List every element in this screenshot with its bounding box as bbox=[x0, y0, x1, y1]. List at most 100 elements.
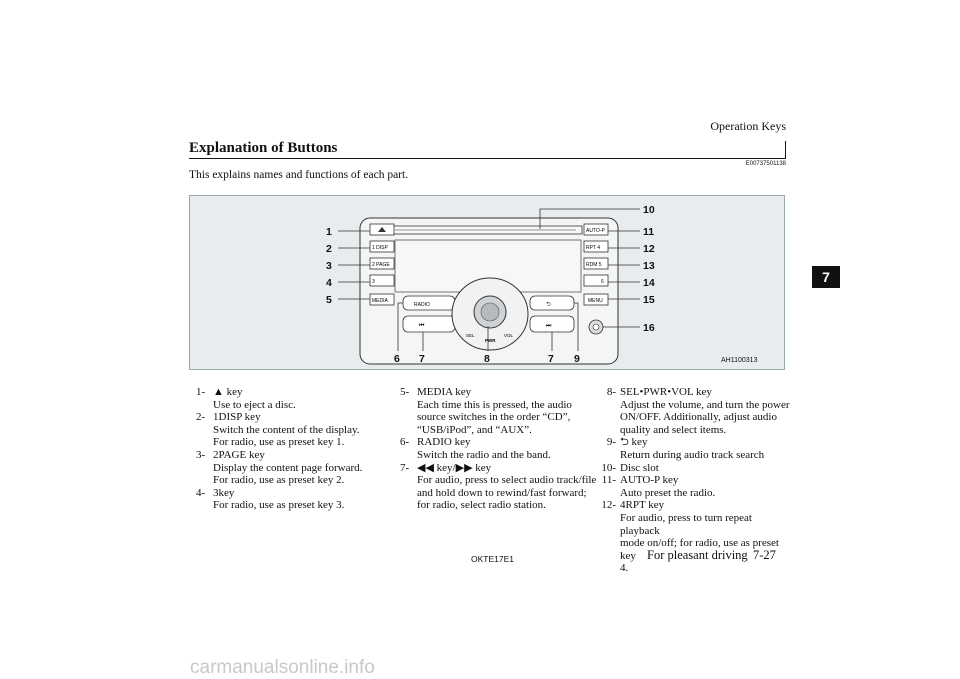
item-desc: Switch the radio and the band. bbox=[417, 448, 551, 461]
item-number: 4- bbox=[196, 486, 206, 499]
callout-12: 12 bbox=[643, 243, 655, 255]
key-3-label: 3 bbox=[372, 279, 375, 285]
callout-15: 15 bbox=[643, 294, 655, 306]
item-number: 8- bbox=[606, 386, 616, 398]
item-desc: For radio, use as preset key 3. bbox=[213, 499, 345, 512]
list-item: 10- Disc slot bbox=[596, 462, 792, 475]
section-code: E00737501138 bbox=[745, 161, 786, 167]
item-number: 6- bbox=[400, 436, 410, 449]
callout-8: 8 bbox=[484, 353, 490, 365]
list-item: 7-◀◀ key/▶▶ key For audio, press to sele… bbox=[400, 462, 600, 512]
item-desc: source switches in the order “CD”, bbox=[417, 411, 571, 424]
item-number: 10- bbox=[601, 461, 616, 474]
item-desc: 4. bbox=[620, 562, 629, 575]
item-number: 11- bbox=[601, 474, 616, 487]
item-title: ▲ key bbox=[213, 386, 243, 398]
media-key bbox=[369, 293, 395, 306]
page-key bbox=[369, 257, 395, 270]
callout-6: 6 bbox=[394, 353, 400, 365]
item-title: AUTO-P key bbox=[620, 474, 679, 487]
list-item: 5- MEDIA key Each time this is pressed, t… bbox=[400, 386, 600, 436]
title-rule bbox=[189, 158, 786, 159]
key-3 bbox=[369, 274, 395, 287]
audio-unit-diagram: 1 DISP 2 PAGE 3 MEDIA AUTO-P RPT 4 RDM 5… bbox=[326, 204, 655, 365]
page-number: 7-27 bbox=[753, 548, 776, 562]
disp-key bbox=[369, 240, 395, 253]
chapter-tab: 7 bbox=[812, 266, 840, 288]
item-title: 1DISP key bbox=[213, 411, 261, 424]
callout-11: 11 bbox=[643, 226, 654, 238]
item-desc: mode on/off; for radio, use as preset ke… bbox=[620, 537, 779, 562]
item-number: 5- bbox=[400, 386, 410, 398]
key-list-column-3: 8- SEL•PWR•VOL key Adjust the volume, and… bbox=[596, 386, 792, 575]
item-desc: Auto preset the radio. bbox=[620, 486, 716, 499]
callout-4: 4 bbox=[326, 277, 332, 289]
callout-14: 14 bbox=[643, 277, 655, 289]
item-number: 1- bbox=[196, 386, 206, 398]
item-desc: For radio, use as preset key 2. bbox=[213, 474, 345, 487]
prev-track-key bbox=[402, 315, 456, 333]
section-title: Explanation of Buttons bbox=[189, 140, 338, 156]
auto-p-key-label: AUTO-P bbox=[586, 228, 605, 234]
key-6 bbox=[583, 274, 609, 287]
audio-unit-figure: 1 DISP 2 PAGE 3 MEDIA AUTO-P RPT 4 RDM 5… bbox=[189, 195, 785, 370]
auto-p-key bbox=[583, 223, 609, 236]
item-number: 2- bbox=[196, 411, 206, 424]
callout-10: 10 bbox=[643, 204, 655, 216]
menu-key-label: MENU bbox=[588, 298, 603, 304]
item-desc: quality and select items. bbox=[620, 423, 727, 436]
item-desc: Use to eject a disc. bbox=[213, 398, 296, 411]
page-key-label: 2 PAGE bbox=[372, 262, 390, 268]
item-desc: Return during audio track search bbox=[620, 448, 765, 461]
next-track-key bbox=[529, 315, 575, 333]
list-item: 4- 3key For radio, use as preset key 3. bbox=[196, 487, 386, 512]
item-desc: “USB/iPod”, and “AUX”. bbox=[417, 423, 532, 436]
callout-3: 3 bbox=[326, 260, 332, 272]
watermark: carmanualsonline.info bbox=[190, 657, 375, 678]
rpt-key-label: RPT 4 bbox=[586, 245, 600, 251]
item-number: 12- bbox=[601, 499, 616, 512]
item-number: 3- bbox=[196, 448, 206, 461]
list-item: 2- 1DISP key Switch the content of the di… bbox=[196, 411, 386, 449]
callout-7b: 7 bbox=[548, 353, 554, 365]
list-item: 6-RADIO key Switch the radio and the ban… bbox=[400, 436, 600, 461]
key-list-column-1: 1- ▲ key Use to eject a disc. 2- 1DISP key… bbox=[196, 386, 386, 512]
item-number: 7- bbox=[400, 461, 410, 474]
vol-label: VOL bbox=[504, 333, 514, 338]
return-key bbox=[529, 295, 575, 311]
callout-5: 5 bbox=[326, 294, 332, 306]
item-desc: ON/OFF. Additionally, adjust audio bbox=[620, 411, 777, 424]
key-list-column-2: 5- MEDIA key Each time this is pressed, t… bbox=[400, 386, 600, 512]
list-item: 11- AUTO-P key Auto preset the radio. bbox=[596, 474, 792, 499]
media-key-label: MEDIA bbox=[372, 298, 389, 304]
item-title: SEL•PWR•VOL key bbox=[620, 386, 712, 398]
item-title: Disc slot bbox=[620, 461, 659, 474]
menu-key bbox=[583, 293, 609, 306]
item-desc: Adjust the volume, and turn the power bbox=[620, 398, 790, 411]
item-title: ⮌ key bbox=[620, 436, 648, 449]
callout-13: 13 bbox=[643, 260, 655, 272]
item-title: 2PAGE key bbox=[213, 448, 265, 461]
callout-16: 16 bbox=[643, 322, 655, 334]
item-desc: Each time this is pressed, the audio bbox=[417, 398, 572, 411]
list-item: 9-⮌ key Return during audio track search bbox=[596, 436, 792, 461]
return-glyph: ⮌ bbox=[546, 301, 551, 308]
item-desc: and hold down to rewind/fast forward; bbox=[417, 486, 587, 499]
callout-9: 9 bbox=[574, 353, 580, 365]
item-title: 3key bbox=[213, 486, 235, 499]
footer-section-name: For pleasant driving bbox=[647, 548, 748, 562]
intro-text: This explains names and functions of eac… bbox=[189, 169, 409, 181]
figure-code: AH1100313 bbox=[721, 357, 758, 364]
item-desc: For radio, use as preset key 1. bbox=[213, 436, 345, 449]
rdm-key bbox=[583, 257, 609, 270]
item-desc: For audio, press to turn repeat playback bbox=[620, 511, 752, 537]
list-item: 8- SEL•PWR•VOL key Adjust the volume, and… bbox=[596, 386, 792, 436]
radio-key-label: RADIO bbox=[414, 302, 430, 308]
callout-1: 1 bbox=[326, 226, 332, 238]
list-item: 1- ▲ key Use to eject a disc. bbox=[196, 386, 386, 411]
item-title: MEDIA key bbox=[417, 386, 472, 398]
rdm-key-label: RDM 5 bbox=[586, 262, 602, 268]
key-6-label: 6 bbox=[601, 279, 604, 285]
item-title: 4RPT key bbox=[620, 499, 665, 512]
item-desc: Switch the content of the display. bbox=[213, 423, 360, 436]
